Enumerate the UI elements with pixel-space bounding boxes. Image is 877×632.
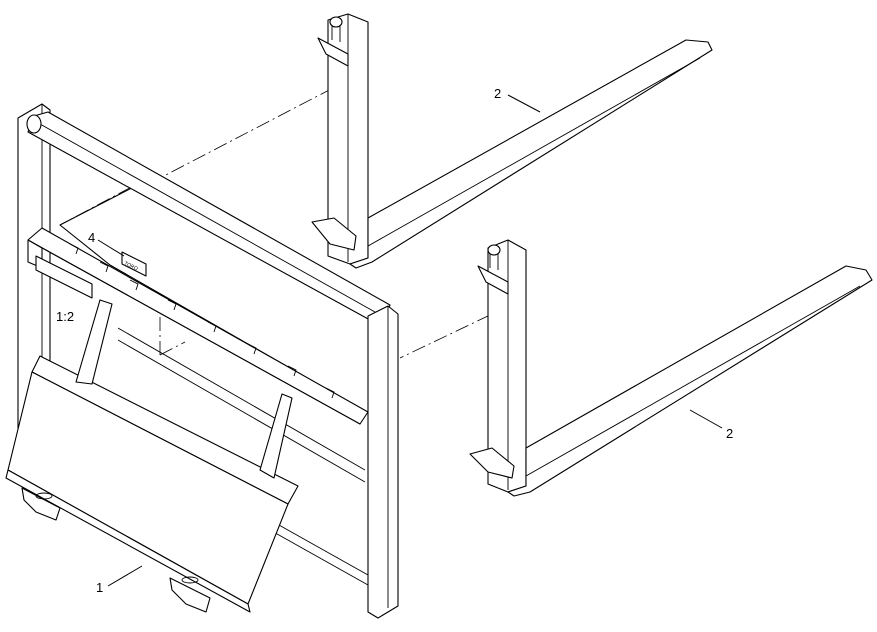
lower-right-latch [169,577,211,613]
callout-fork-lower: 2 [726,426,733,441]
callout-leaders [97,94,723,587]
ratio-decal-plate [35,255,93,299]
callout-ratio-decal: 1:2 [56,309,74,324]
fork-upper-pin [329,16,343,28]
fork-lower-pin [487,244,501,256]
logo-decal [121,251,147,277]
fork-lower-heel [469,447,515,479]
right-gusset [259,393,293,479]
carriage-notches [69,243,335,399]
callout-fork-upper: 2 [494,86,501,101]
logo-decal-text: TORO [123,260,139,272]
callout-logo-decal: 4 [88,230,95,245]
fork-upper-hook [317,37,349,67]
left-gusset [75,299,113,385]
lower-left-latch [21,487,61,521]
callout-mount-frame: 1 [96,580,103,595]
fork-upper-heel [311,217,357,251]
fork-lower-tine [507,265,873,497]
fork-upper [311,13,713,269]
fork-lower [469,239,873,497]
mount-frame: TORO [5,103,399,619]
fork-lower-hook [477,265,509,295]
frame-right-upright [367,305,399,619]
